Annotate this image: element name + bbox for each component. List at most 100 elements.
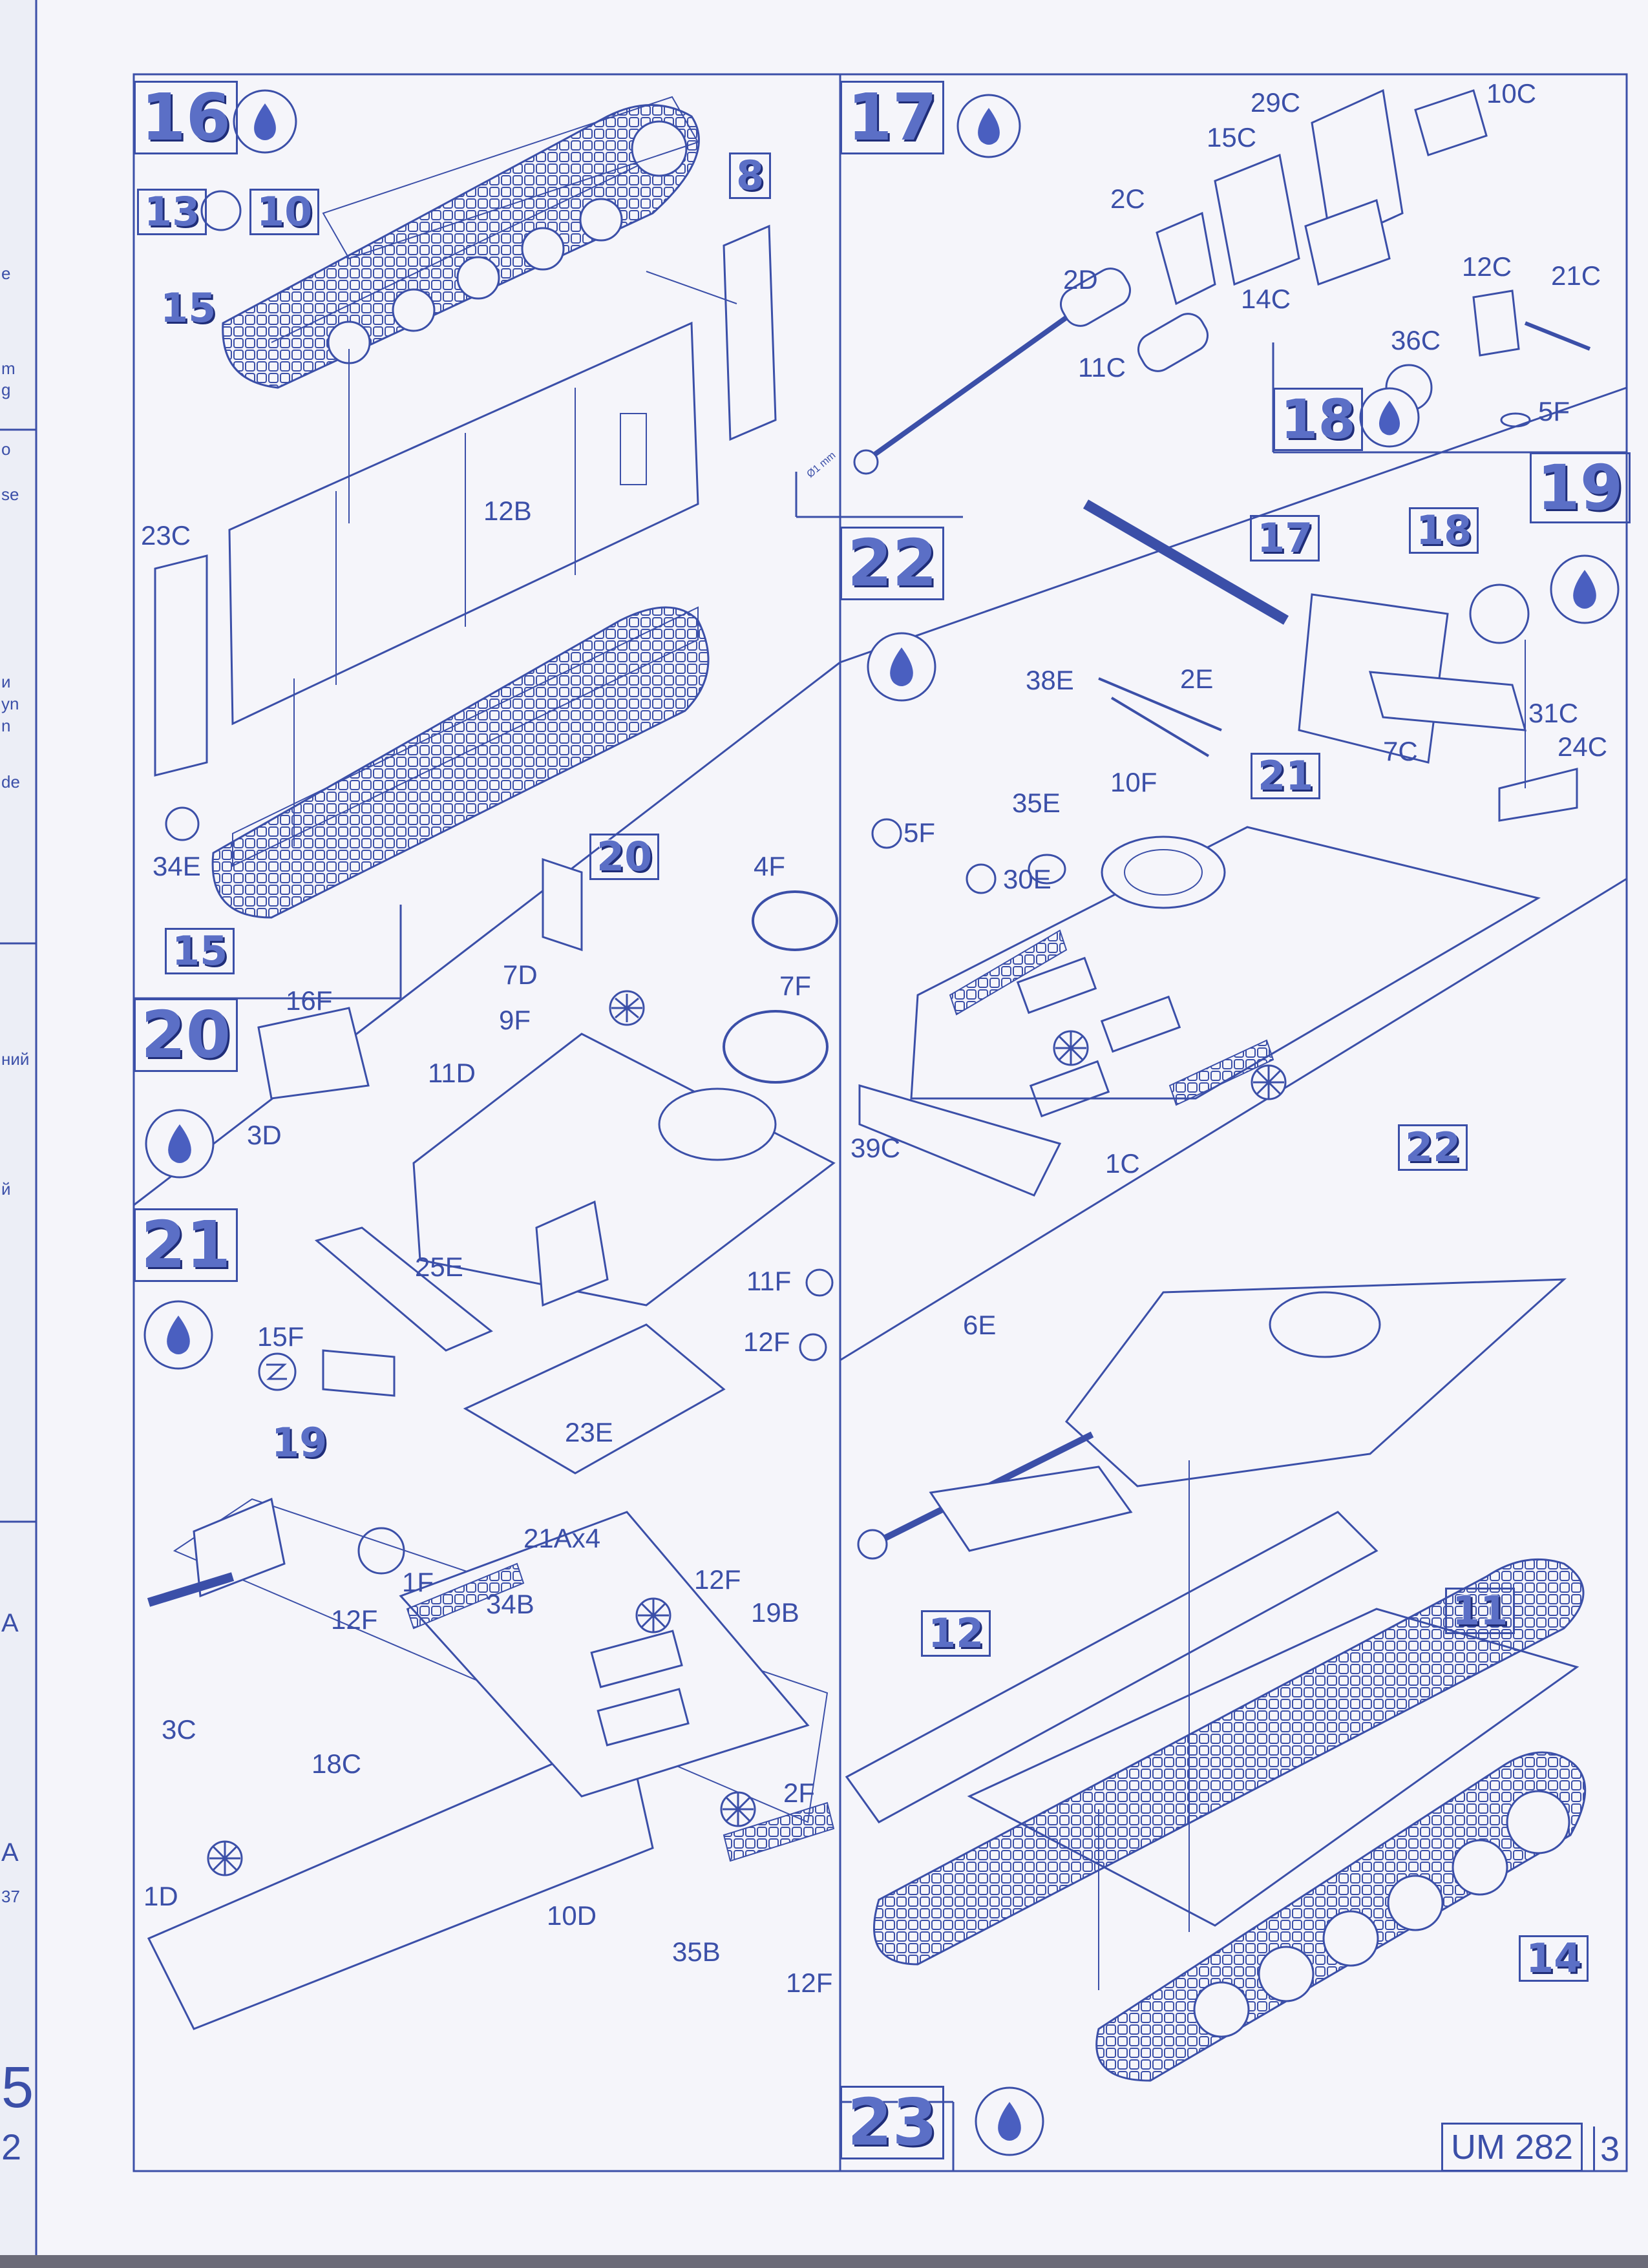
- part-label: 10C: [1486, 78, 1537, 109]
- edge-fragment: 2: [1, 2126, 22, 2167]
- part-label: 3D: [247, 1120, 282, 1150]
- part-label: 2E: [1180, 664, 1214, 694]
- part-label: 31C: [1528, 698, 1579, 728]
- part-label: 14C: [1241, 284, 1291, 314]
- edge-fragment: й: [1, 1179, 11, 1199]
- step-number-18: 18: [1273, 388, 1363, 451]
- sub-step-11: 11: [1445, 1588, 1516, 1634]
- kit-code: UM 282: [1441, 2123, 1583, 2172]
- part-label: 12F: [743, 1327, 790, 1357]
- part-label: 24C: [1558, 731, 1608, 762]
- part-label: 15F: [257, 1321, 304, 1352]
- part-label: 29C: [1251, 87, 1301, 118]
- part-label: 34E: [153, 851, 201, 881]
- edge-fragment: o: [1, 439, 11, 459]
- step17-drawing: [853, 89, 1488, 475]
- part-label: 39C: [850, 1133, 901, 1163]
- sub-step-8: 8: [729, 152, 772, 199]
- page-number: 3: [1593, 2126, 1625, 2172]
- part-label: 15C: [1207, 122, 1257, 152]
- part-label: 36C: [1391, 325, 1441, 355]
- step-number-20: 20: [134, 998, 238, 1072]
- step-number-17: 17: [840, 81, 945, 154]
- part-label: 19B: [751, 1597, 799, 1628]
- part-label: 12F: [786, 1968, 833, 1998]
- edge-fragment: e: [1, 264, 11, 283]
- edge-fragment: se: [1, 485, 19, 504]
- sub-step-15: 15: [160, 284, 217, 331]
- part-label: 2C: [1110, 184, 1145, 214]
- edge-fragment: m: [1, 359, 16, 378]
- part-label: 3C: [162, 1714, 196, 1745]
- step20-drawing: [257, 857, 838, 1475]
- part-label: 12F: [694, 1564, 741, 1595]
- part-label: 7C: [1383, 736, 1418, 766]
- part-label: 5F: [1538, 396, 1570, 426]
- part-label: 25E: [415, 1252, 463, 1282]
- part-label: 16F: [286, 985, 333, 1016]
- part-label: 23C: [141, 520, 191, 551]
- left-page-sliver: [0, 0, 36, 2268]
- part-label: 18C: [312, 1748, 362, 1779]
- step-number-19: 19: [1530, 452, 1631, 523]
- part-label: 12C: [1462, 251, 1512, 282]
- part-label: 12F: [331, 1604, 378, 1635]
- part-label: 35B: [672, 1937, 721, 1967]
- part-label: 35E: [1012, 788, 1061, 818]
- rotate-part-icon: [799, 1333, 827, 1361]
- part-label: 21Ax4: [523, 1523, 601, 1553]
- edge-fragment: yn: [1, 694, 19, 713]
- rotate-part-icon: [966, 863, 997, 894]
- part-label: 6E: [963, 1310, 997, 1340]
- part-label: 21C: [1551, 260, 1601, 291]
- part-label: 38E: [1026, 665, 1074, 695]
- part-label: 2D: [1063, 264, 1098, 295]
- rotate-part-icon: [871, 818, 902, 849]
- part-label: 11F: [746, 1266, 792, 1296]
- part-label: 34B: [486, 1589, 534, 1619]
- part-label: 5F: [903, 817, 936, 848]
- sub-step-13: 13: [137, 189, 207, 235]
- sub-step-20: 20: [589, 834, 660, 880]
- part-label: 11D: [428, 1058, 476, 1088]
- sub-step-15: 15: [165, 928, 235, 974]
- sub-step-21: 21: [1251, 753, 1321, 799]
- sub-step-18: 18: [1409, 507, 1479, 554]
- part-label: 30E: [1003, 864, 1051, 894]
- part-label: 23E: [565, 1417, 613, 1447]
- step-number-16: 16: [134, 81, 238, 154]
- edge-fragment: A: [1, 1838, 19, 1867]
- part-label: 10F: [1110, 767, 1157, 797]
- edge-fragment: ний: [1, 1049, 30, 1069]
- step22-drawing: [858, 677, 1541, 1197]
- sub-step-17: 17: [1250, 515, 1320, 562]
- edge-fragment: de: [1, 772, 20, 792]
- sub-step-19: 19: [271, 1419, 328, 1466]
- step23-drawing: [845, 1278, 1587, 2082]
- part-label: 9F: [499, 1005, 531, 1035]
- edge-fragment: и: [1, 672, 11, 691]
- kit-code-text: UM 282: [1451, 2128, 1574, 2167]
- sub-step-14: 14: [1519, 1935, 1589, 1982]
- edge-fragment: A: [1, 1609, 19, 1637]
- part-label: 1C: [1105, 1148, 1140, 1179]
- step21-drawing: [147, 1497, 835, 2030]
- part-label: 1F: [402, 1567, 434, 1597]
- step-number-22: 22: [840, 527, 945, 600]
- page-frame: [132, 73, 1628, 2172]
- sub-step-10: 10: [249, 189, 320, 235]
- part-label: 1D: [143, 1881, 178, 1911]
- step-number-21: 21: [134, 1208, 238, 1282]
- step16-drawing: [154, 96, 777, 919]
- rotate-part-icon: [200, 190, 242, 231]
- part-label: 12B: [483, 496, 532, 526]
- edge-fragment: 5: [1, 2055, 34, 2120]
- edge-fragment: n: [1, 716, 11, 735]
- part-label: 4F: [754, 851, 786, 881]
- rotate-part-icon: [805, 1268, 834, 1297]
- part-label: 11C: [1078, 352, 1126, 383]
- rotate-part-icon: [165, 806, 200, 841]
- edge-fragment: g: [1, 380, 11, 399]
- part-label: 7D: [503, 960, 538, 990]
